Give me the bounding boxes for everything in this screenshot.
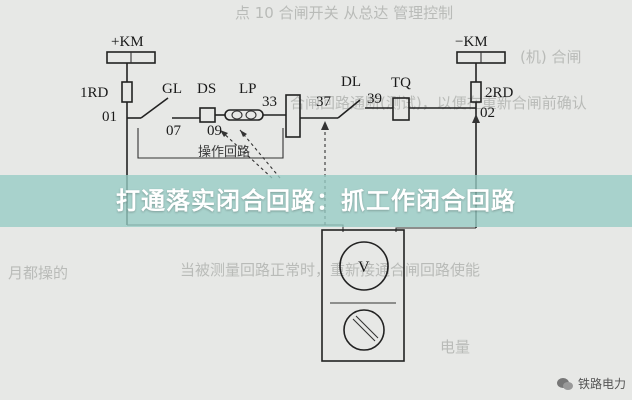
- watermark: 铁路电力: [556, 375, 626, 392]
- selector-knob: [343, 309, 385, 351]
- meter-body: [321, 229, 405, 362]
- tq-label: TQ: [391, 75, 411, 91]
- node-39-label: 39: [367, 91, 382, 107]
- lp-element: [224, 109, 264, 121]
- knob-pointer-a: [352, 318, 376, 342]
- bg-line-3: 合闸回路通断(测试)，以便在重新合闸前确认: [290, 94, 587, 112]
- negative-bus-label: −KM: [455, 34, 488, 50]
- circuit-bracket: [137, 128, 284, 159]
- ds-label: DS: [197, 81, 216, 97]
- relay-box: [285, 94, 301, 138]
- ds-switch: [199, 107, 216, 123]
- circuit-caption: 操作回路: [198, 144, 250, 159]
- negative-bus: −KM: [455, 34, 506, 64]
- voltmeter-dial: [339, 241, 389, 291]
- fuse-1rd: [121, 81, 133, 103]
- arrow-head-1: [220, 130, 228, 137]
- bg-line-2: (机) 合闸: [520, 48, 581, 66]
- bg-line-1: 点 10 合闸开关 从总达 管理控制: [235, 4, 453, 22]
- node-09-label: 09: [207, 123, 222, 139]
- bg-line-6: 电量: [440, 338, 470, 356]
- caption-banner: 打通落实闭合回路：抓工作闭合回路: [0, 175, 632, 227]
- background-text: 点 10 合闸开关 从总达 管理控制 (机) 合闸 合闸回路通断(测试)，以便在…: [8, 4, 587, 356]
- node-01-label: 01: [102, 109, 117, 125]
- positive-bus: +KM: [106, 34, 156, 64]
- fuse-1rd-label: 1RD: [80, 85, 109, 101]
- lp-label: LP: [239, 81, 257, 97]
- knob-pointer-b: [355, 315, 379, 339]
- arrow-head-3: [321, 121, 329, 130]
- arrow-head-2: [240, 130, 247, 137]
- node-37-label: 37: [316, 94, 332, 110]
- arrow-head-4: [472, 114, 480, 123]
- watermark-text: 铁路电力: [577, 377, 626, 391]
- multimeter: V: [321, 229, 405, 362]
- fuse-2rd-label: 2RD: [485, 85, 514, 101]
- dashed-arrow-2: [239, 129, 281, 179]
- bg-line-4: 月都操的: [8, 264, 68, 282]
- banner-text: 打通落实闭合回路：抓工作闭合回路: [116, 187, 516, 215]
- gl-contact: [140, 97, 169, 119]
- node-02-label: 02: [480, 105, 495, 121]
- wechat-icon: [556, 377, 573, 390]
- meter-lead-right: [395, 227, 476, 232]
- lp-coil-2: [245, 110, 257, 120]
- dl-contact: [337, 99, 361, 119]
- gl-label: GL: [162, 81, 182, 97]
- dl-label: DL: [341, 74, 361, 90]
- lp-coil-1: [231, 110, 243, 120]
- node-33-label: 33: [262, 94, 277, 110]
- node-07-label: 07: [166, 123, 182, 139]
- voltmeter-label: V: [358, 259, 370, 276]
- bg-line-5: 当被测量回路正常时，重新接通合闸回路使能: [180, 261, 480, 279]
- tq-coil: [392, 97, 410, 121]
- positive-bus-label: +KM: [111, 34, 144, 50]
